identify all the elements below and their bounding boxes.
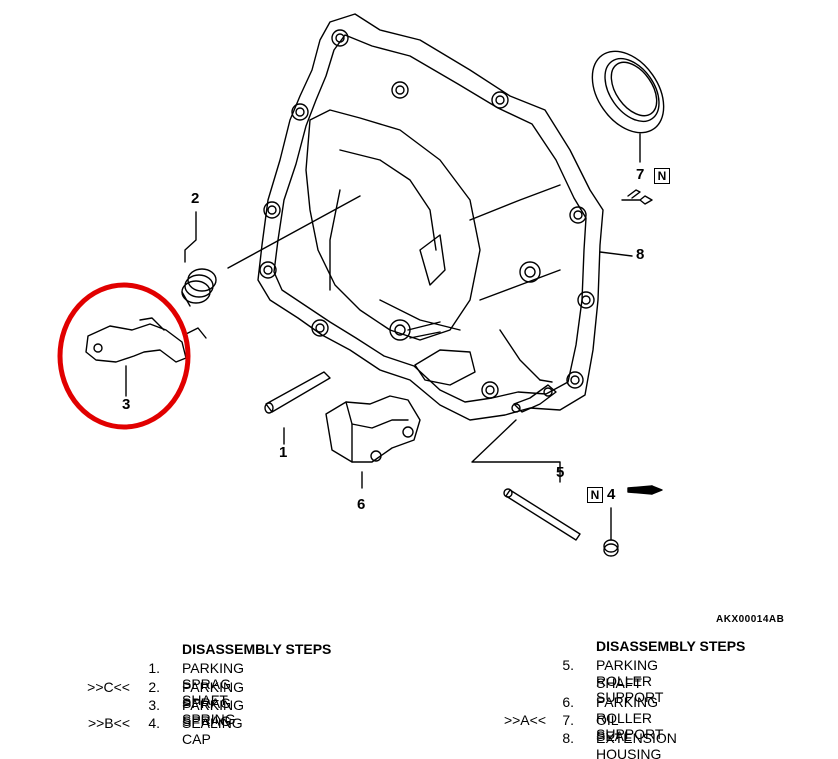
callout-4: 4 [607,486,616,503]
right-step-text-cont: SHAFT [596,675,642,691]
right-step-text: OIL SEAL [596,712,632,744]
parking-sprag-spring [181,268,217,307]
right-step-num: 7. [562,712,574,728]
extension-housing [257,13,604,421]
n-marker-4: N [587,487,603,503]
parking-roller-support-shaft [503,488,581,541]
left-step-num: 2. [148,679,160,695]
left-step-num: 1. [148,660,160,676]
callout-7: 7 [636,166,645,183]
right-step-text: EXTENSION HOUSING [596,730,677,759]
right-step-num: 8. [562,730,574,746]
oil-seal [591,50,665,134]
leader-8 [599,251,633,257]
right-step-text: PARKING ROLLER SUPPORT [596,694,664,742]
parking-sprag-shaft [264,371,331,414]
callout-5: 5 [556,464,565,481]
figure-code: AKX00014AB [716,614,785,625]
right-step-num: 6. [562,694,574,710]
grease-applicator-icon [621,189,653,205]
installer-tool-icon [627,485,663,495]
callout-3: 3 [122,396,131,413]
callout-6: 6 [357,496,366,513]
left-steps-header: DISASSEMBLY STEPS [182,641,332,657]
parking-sprag [85,317,207,363]
highlight-circle [57,282,191,430]
leader-2 [184,211,197,263]
callout-1: 1 [279,444,288,461]
right-step-num: 5. [562,657,574,673]
callout-8: 8 [636,246,645,263]
left-step-num: 4. [148,715,160,731]
left-step-text: PARKING SPRAG SPRING [182,679,244,727]
left-step-num: 3. [148,697,160,713]
parking-roller-support [325,395,421,463]
right-step-text: PARKING ROLLER SUPPORT [596,657,664,705]
right-steps-header: DISASSEMBLY STEPS [596,638,746,654]
leader-housing-spring [227,195,361,269]
left-step-ref: >>C<< [87,679,130,695]
right-step-ref: >>A<< [503,712,546,728]
n-marker-7: N [654,168,670,184]
left-step-text: SEALING CAP [182,715,243,747]
sealing-cap [603,539,619,557]
leader-5 [471,419,561,483]
callout-2: 2 [191,190,200,207]
left-step-ref: >>B<< [87,715,130,731]
left-step-text: PARKING SPRAG [182,697,244,729]
left-step-text: PARKING SPRAG SHAFT [182,660,244,708]
